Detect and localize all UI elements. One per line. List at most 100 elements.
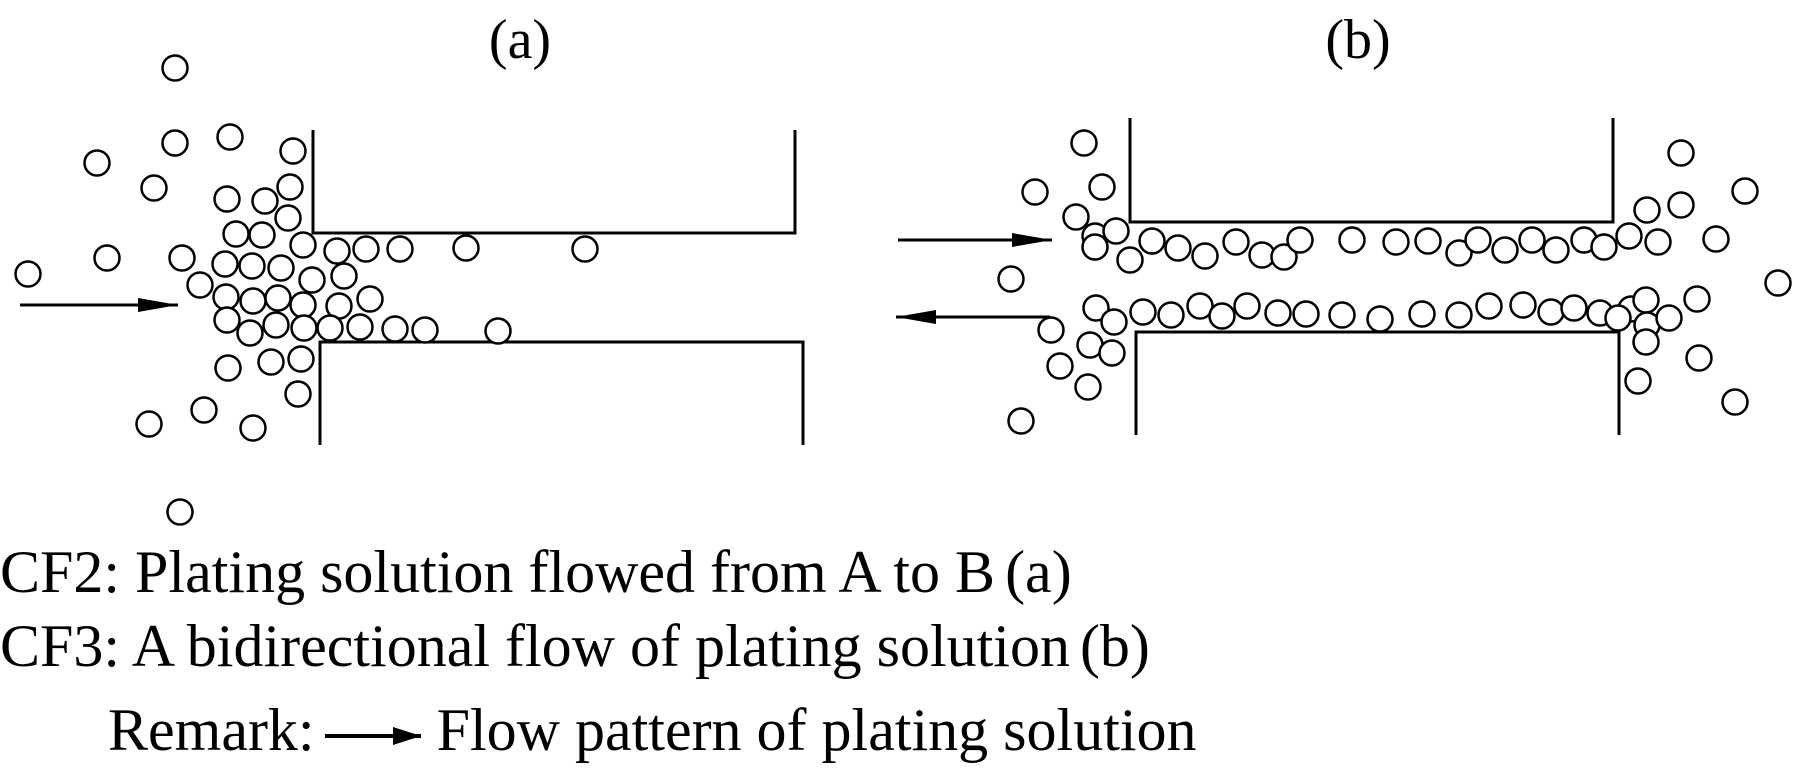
panel-a-particle [289, 231, 317, 259]
panel-a-particle [284, 380, 312, 408]
panel-b-particle [1604, 304, 1632, 332]
panel-b-particle [1382, 228, 1410, 256]
panel-a-particle [316, 314, 344, 342]
panel-b-particle [1286, 226, 1314, 254]
caption-cf2-text: CF2: Plating solution flowed from A to B [0, 539, 996, 605]
panel-a-particle [452, 234, 480, 262]
panel-b-particle [1542, 236, 1570, 264]
remark: Remark: Flow pattern of plating solution [108, 696, 1197, 764]
remark-text: Flow pattern of plating solution [436, 697, 1197, 763]
panel-b-particle [1721, 388, 1749, 416]
panel-a-particle [289, 291, 317, 319]
panel-b-upper-wall [1128, 118, 1615, 224]
panel-b-particle [1157, 301, 1185, 329]
panel-a-particle [381, 315, 409, 343]
panel-a-particle [214, 354, 242, 382]
panel-b-particle [1491, 236, 1519, 264]
panel-b-particle [1233, 292, 1261, 320]
panel-a-particle [248, 221, 276, 249]
panel-b-particle [1683, 285, 1711, 313]
panel-a-particle [279, 137, 307, 165]
panel-b-lower-wall [1134, 330, 1621, 435]
panel-a-particle [274, 204, 302, 232]
panel-b-particle [1070, 129, 1098, 157]
panel-a-bubbles [14, 54, 599, 526]
panel-b-bubbles [997, 129, 1792, 435]
panel-b-particle [1590, 233, 1618, 261]
panel-b-particle [1632, 286, 1660, 314]
panel-a-particle [386, 235, 414, 263]
panel-b-particle [1046, 352, 1074, 380]
panel-b-particle [1264, 299, 1292, 327]
panel-b-particle [1414, 227, 1442, 255]
panel-a-particle [14, 260, 42, 288]
panel-a-particle [83, 149, 111, 177]
panel-b-particle [1408, 300, 1436, 328]
panel-a-particle [213, 185, 241, 213]
panel-a-particle [216, 123, 244, 151]
panel-b-particle [1088, 173, 1116, 201]
panel-a-particle [213, 306, 241, 334]
panel-a-particle [211, 250, 239, 278]
panel-b-channel [1128, 118, 1621, 435]
caption-cf2-tag: (a) [1005, 539, 1072, 605]
panel-b-particle [1475, 292, 1503, 320]
panel-b-particle [1560, 294, 1588, 322]
panel-a-particle [239, 414, 267, 442]
panel-a-upper-wall [311, 130, 797, 235]
panel-b-particle [1537, 298, 1565, 326]
panel-a-particle [257, 348, 285, 376]
panel-a-particle [236, 319, 264, 347]
panel-a-particle [323, 237, 351, 265]
panel-a-particle [352, 235, 380, 263]
caption-cf3-tag: (b) [1079, 613, 1150, 679]
panel-a-particle [276, 173, 304, 201]
panel-a-particle [262, 311, 290, 339]
remark-prefix: Remark: [108, 697, 315, 763]
panel-a-particle [267, 254, 295, 282]
panel-b-particle [1644, 228, 1672, 256]
panel-b-particle [1186, 292, 1214, 320]
panel-a-particle [93, 244, 121, 272]
panel-label-a: (a) [488, 9, 552, 71]
panel-b-particle [1764, 269, 1792, 297]
panel-b-particle [1338, 226, 1366, 254]
caption-cf2: CF2: Plating solution flowed from A to B… [0, 538, 1072, 606]
panel-b-particle [1615, 222, 1643, 250]
panel-b-particle [1624, 367, 1652, 395]
panel-b-particle [1445, 239, 1473, 267]
panel-b-particle [1366, 305, 1394, 333]
panel-a-particle [239, 287, 267, 315]
panel-a-particle [166, 498, 194, 526]
panel-a-particle [330, 262, 358, 290]
panel-b-particle [1098, 339, 1126, 367]
panel-b-particle [1191, 242, 1219, 270]
panel-b-particle [1518, 226, 1546, 254]
panel-b-particle [1102, 217, 1130, 245]
panel-label-b: (b) [1325, 9, 1391, 71]
panel-b-particle [1164, 234, 1192, 262]
panel-b-particle [1062, 203, 1090, 231]
panel-b-particle [997, 265, 1025, 293]
panel-a-particle [264, 284, 292, 312]
panel-b-particle [1509, 291, 1537, 319]
panel-a-particle [356, 285, 384, 313]
panel-b-particle [1074, 373, 1102, 401]
panel-b-particle [1702, 225, 1730, 253]
panel-b-particle [1021, 178, 1049, 206]
panel-b-particle [1655, 304, 1683, 332]
panel-b-particle [1633, 196, 1661, 224]
panel-a-particle [298, 266, 326, 294]
panel-a-particle [135, 410, 163, 438]
panel-a-particle [212, 283, 240, 311]
panel-b-particle [1208, 302, 1236, 330]
panel-b-particle [1667, 139, 1695, 167]
panel-b-particle [1081, 233, 1109, 261]
panel-a-particle [190, 396, 218, 424]
panel-b-particle [1222, 228, 1250, 256]
panel-a-channel [311, 130, 805, 445]
panel-a-particle [346, 313, 374, 341]
panel-b-particle [1667, 191, 1695, 219]
panel-b-particle [1082, 294, 1110, 322]
